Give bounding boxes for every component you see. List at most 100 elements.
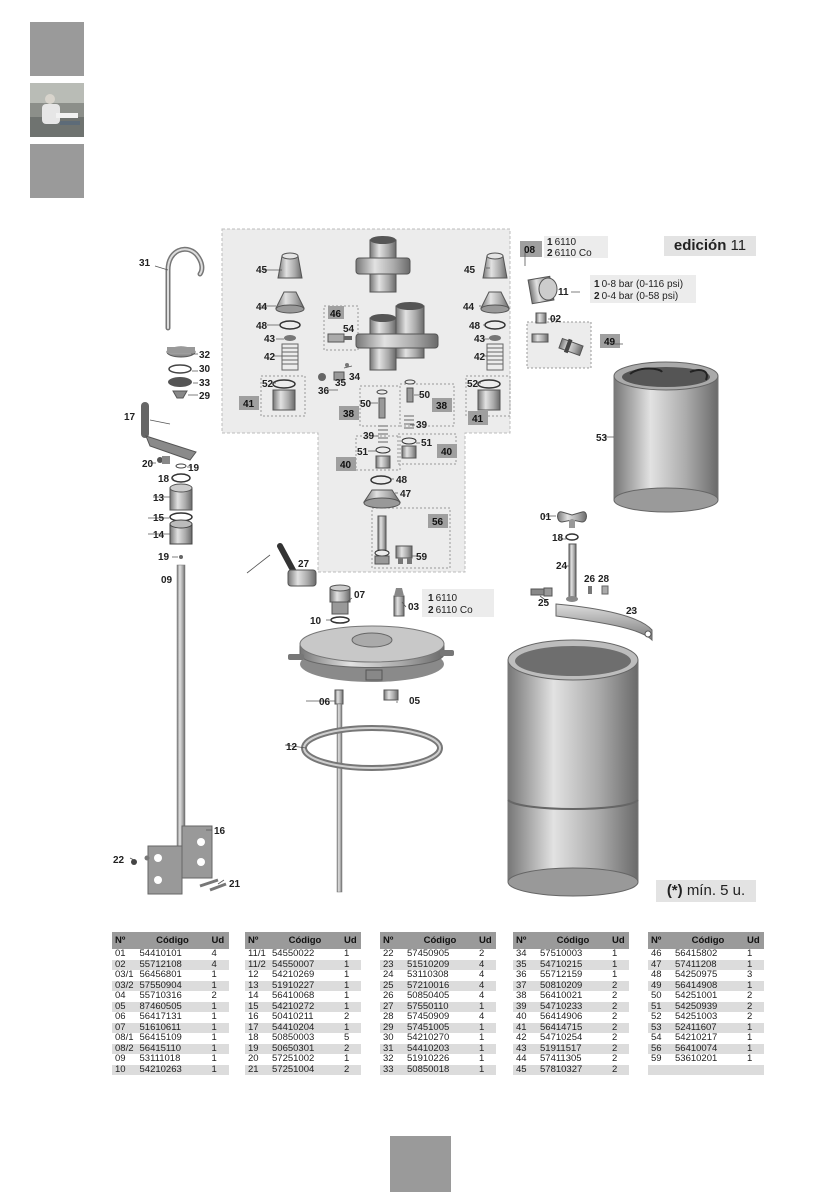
part-code-cell: 56410074 (672, 1043, 744, 1054)
pin-part-28 (601, 585, 609, 595)
part-code-cell: 56414908 (672, 980, 744, 991)
washer-part-33 (168, 377, 192, 387)
quantity-cell: 1 (744, 1022, 764, 1033)
quantity-cell: 1 (747, 1032, 753, 1043)
callout-41a: 41 (243, 399, 255, 410)
part-number-cell: 31 (380, 1043, 404, 1054)
part-number-cell: 52 (651, 1011, 662, 1022)
label-box-08 (520, 241, 542, 257)
quantity-cell: 2 (211, 990, 217, 1001)
callout-52a: 52 (262, 379, 274, 390)
quantity-cell: 1 (476, 1043, 496, 1054)
callout-42b: 42 (474, 352, 486, 363)
column-header-ud: Ud (609, 932, 629, 949)
callout-31: 31 (139, 258, 151, 269)
valve-stem-50b (404, 379, 416, 403)
ball-valve-27 (277, 543, 317, 587)
part-number-cell: 39 (513, 1001, 537, 1012)
part-number-cell: 30 (383, 1032, 394, 1043)
quantity-cell: 4 (479, 969, 485, 980)
pressure-gauge-11 (527, 275, 558, 305)
callout-03: 03 (408, 602, 420, 613)
quantity-cell: 2 (612, 1053, 618, 1064)
callout-19a: 19 (188, 463, 200, 474)
callout-59: 59 (416, 552, 428, 563)
part-code-cell: 56415110 (136, 1043, 209, 1054)
label-box-40b (437, 444, 457, 458)
option-box-11 (590, 275, 696, 303)
table-row: 44 57411305 2 (513, 1053, 629, 1065)
label-box-41a (239, 396, 259, 410)
part-number-cell: 44 (516, 1053, 527, 1064)
part-code-cell: 57411305 (540, 1053, 582, 1064)
painter-photo-thumbnail (30, 83, 84, 137)
quantity-cell: 2 (344, 1011, 350, 1022)
quantity-cell: 2 (609, 980, 629, 991)
callout-40a: 40 (340, 460, 352, 471)
tank-lid (288, 625, 454, 682)
inner-liner-53 (613, 361, 719, 513)
callout-05: 05 (409, 696, 421, 707)
quantity-cell: 1 (612, 969, 618, 980)
part-code-cell: 51911517 (537, 1043, 609, 1054)
spring-part-42b (486, 343, 504, 371)
callout-41b: 41 (472, 414, 484, 425)
callout-47: 47 (400, 489, 412, 500)
quantity-cell: 1 (479, 1053, 485, 1064)
hook-part-31 (165, 246, 205, 331)
spring-part-39a (378, 425, 388, 443)
column-header-ud: Ud (476, 932, 496, 949)
part-code-cell: 54550022 (272, 948, 315, 959)
disc-part-43b (489, 335, 501, 341)
part-code-cell (672, 1064, 744, 1075)
part-code-cell: 50850405 (407, 990, 450, 1001)
screw-part-21 (199, 878, 219, 888)
quantity-cell: 1 (211, 1032, 217, 1043)
quantity-cell: 2 (744, 1001, 764, 1012)
callout-34: 34 (349, 372, 361, 383)
part-code-cell: 51510209 (404, 959, 476, 970)
column-header-ud: Ud (744, 932, 764, 949)
part-code-cell: 55710316 (139, 990, 182, 1001)
part-number-cell: 17 (245, 1022, 269, 1033)
part-number-cell: 08/1 (115, 1032, 134, 1043)
part-number-cell: 16 (248, 1011, 259, 1022)
quantity-cell: 5 (344, 1032, 350, 1043)
part-code-cell: 54251003 (675, 1011, 718, 1022)
callout-54: 54 (343, 324, 355, 335)
callout-02: 02 (550, 314, 562, 325)
part-number-cell: 33 (380, 1064, 404, 1075)
oring-part-30 (168, 364, 192, 374)
quantity-cell: 1 (208, 1064, 229, 1075)
part-code-cell: 50850018 (404, 1064, 476, 1075)
part-number-cell: 28 (383, 1011, 394, 1022)
quantity-cell: 1 (476, 1022, 496, 1033)
label-box-40a (336, 457, 356, 471)
crank-handle-17 (141, 402, 149, 438)
minimum-order-text: mín. 5 u. (686, 882, 746, 899)
callout-49: 49 (604, 337, 616, 348)
plug-part-40b (401, 445, 417, 459)
